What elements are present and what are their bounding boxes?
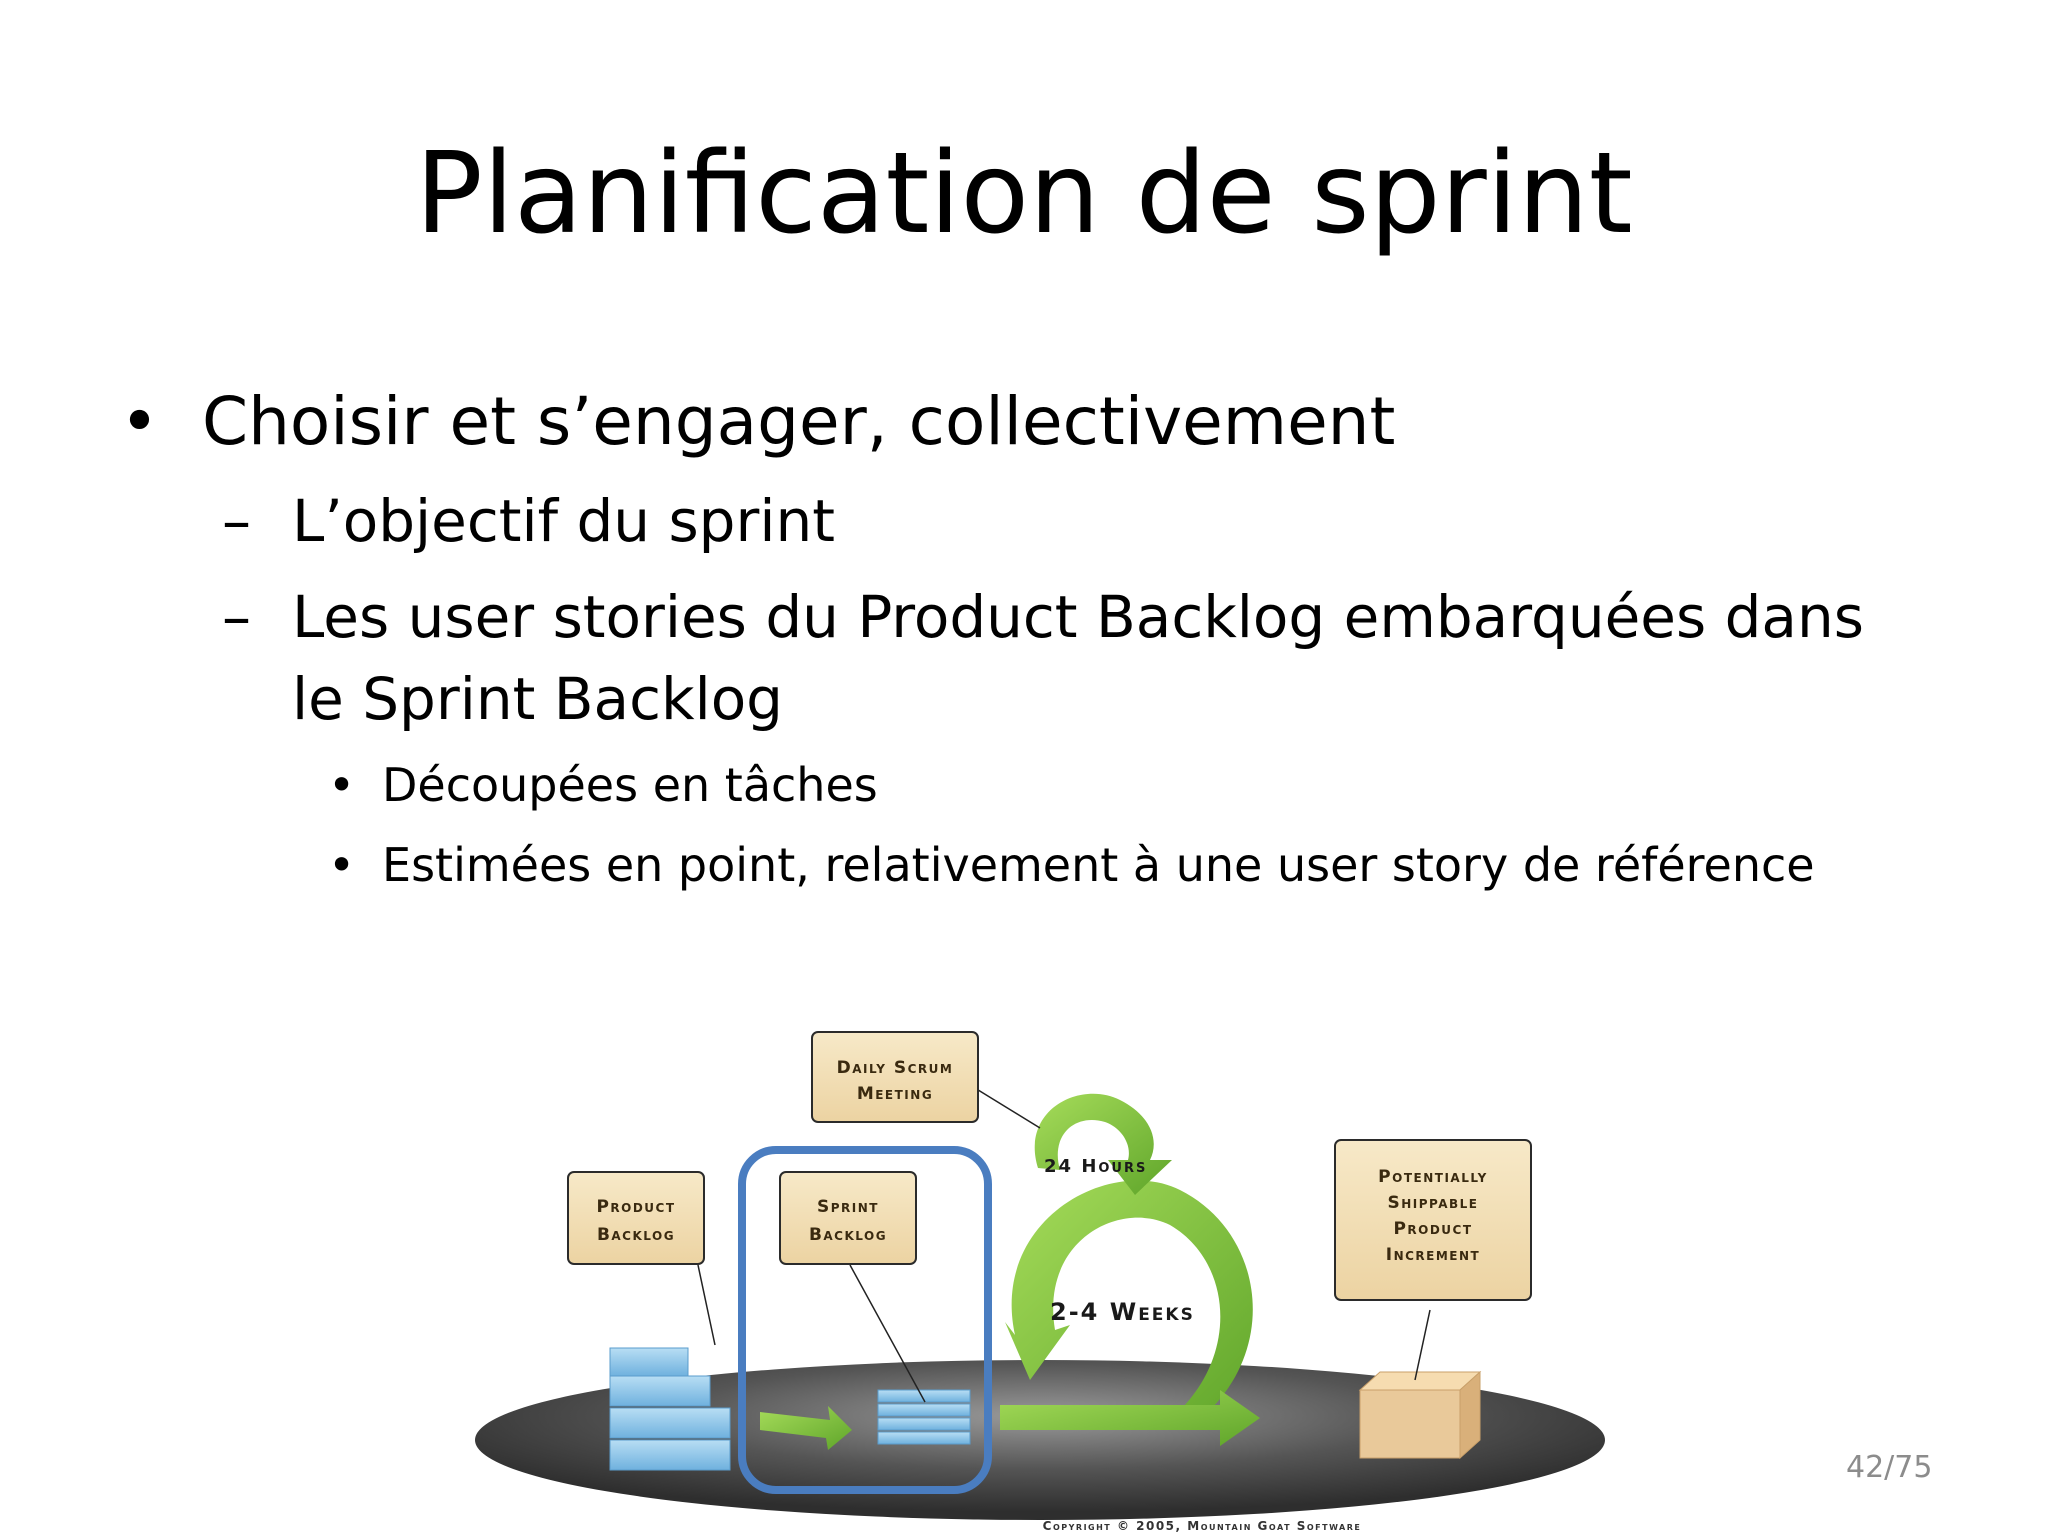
bullet-marker: • (120, 383, 159, 460)
bullet-marker: • (328, 838, 356, 892)
connector-line (697, 1264, 716, 1346)
hours-label: 24 Hours (1044, 1156, 1147, 1177)
sprint-loop-arrow-icon (1005, 1180, 1253, 1430)
bullet-level2-item: – Les user stories du Product Backlog em… (120, 576, 1920, 740)
slide-title: Planification de sprint (415, 129, 1633, 259)
product-backlog-text-1: Product (596, 1197, 675, 1217)
increment-text-3: Product (1393, 1219, 1472, 1239)
page-number: 42/75 (1846, 1450, 1933, 1485)
daily-scrum-text-2: Meeting (857, 1084, 933, 1104)
bullet-text: Estimées en point, relativement à une us… (382, 838, 1815, 892)
sprint-backlog-text-1: Sprint (817, 1197, 879, 1217)
bullet-text: Découpées en tâches (382, 758, 878, 812)
connector-line (1414, 1309, 1431, 1381)
bullet-text: Choisir et s’engager, collectivement (202, 383, 1396, 460)
bullet-text: Les user stories du Product Backlog emba… (292, 583, 1864, 733)
increment-text-1: Potentially (1378, 1167, 1488, 1187)
connector-line (849, 1264, 926, 1403)
sprint-backlog-stack-icon (877, 1389, 971, 1445)
bullet-list: • Choisir et s’engager, collectivement –… (120, 378, 1920, 900)
increment-text-2: Shippable (1387, 1193, 1478, 1213)
product-backlog-stack-icon (609, 1347, 731, 1471)
bullet-level3-item: • Estimées en point, relativement à une … (120, 830, 1920, 900)
daily-loop-arrow-icon (1034, 1093, 1172, 1195)
selection-arrow-icon (760, 1406, 852, 1450)
sprint-backlog-highlight (738, 1146, 992, 1494)
scrum-process-diagram: Daily Scrum Meeting Product Backlog Spri… (460, 1010, 1620, 1536)
dash-marker: – (222, 583, 251, 651)
daily-scrum-text-1: Daily Scrum (837, 1058, 954, 1078)
copyright-text: Copyright © 2005, Mountain Goat Software (1043, 1519, 1362, 1533)
daily-scrum-meeting-label: Daily Scrum Meeting (811, 1031, 979, 1123)
increment-text-4: Increment (1386, 1245, 1480, 1265)
sprint-backlog-text-2: Backlog (809, 1225, 887, 1245)
product-backlog-label: Product Backlog (567, 1171, 705, 1265)
bullet-level3-item: • Découpées en tâches (120, 750, 1920, 820)
connector-line (969, 1084, 1041, 1129)
bullet-level1-item: • Choisir et s’engager, collectivement (120, 378, 1920, 466)
product-backlog-text-2: Backlog (597, 1225, 675, 1245)
potentially-shippable-increment-label: Potentially Shippable Product Increment (1334, 1139, 1532, 1301)
weeks-label: 2-4 Weeks (1050, 1298, 1195, 1326)
sprint-backlog-label: Sprint Backlog (779, 1171, 917, 1265)
bullet-level2-item: – L’objectif du sprint (120, 480, 1920, 562)
release-arrow-icon (1000, 1390, 1260, 1446)
shippable-box-icon (1358, 1370, 1482, 1460)
dash-marker: – (222, 487, 251, 555)
bullet-text: L’objectif du sprint (292, 487, 835, 555)
bullet-marker: • (328, 758, 356, 812)
